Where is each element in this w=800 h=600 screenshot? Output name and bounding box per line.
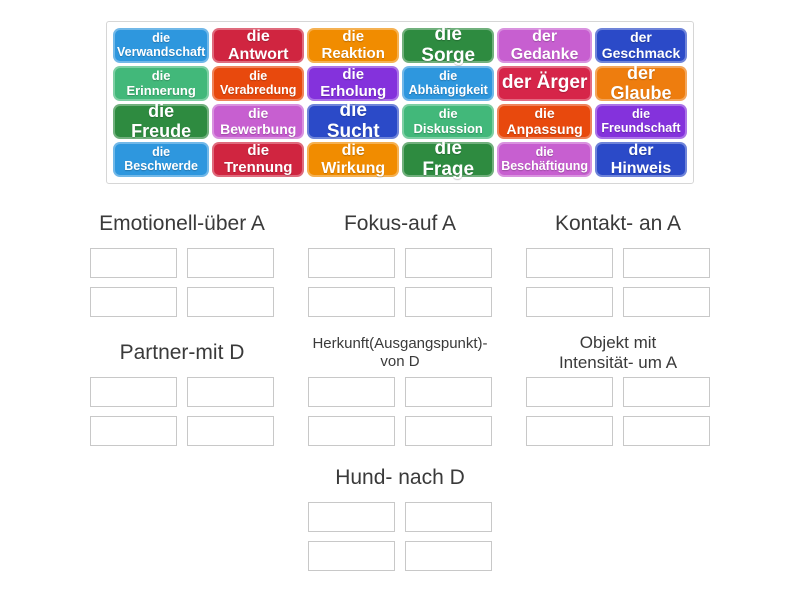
category-group: Objekt mit Intensität- um A [526, 333, 710, 447]
drop-slot[interactable] [187, 248, 274, 278]
drop-slot[interactable] [526, 287, 613, 317]
slot-grid [308, 377, 492, 446]
word-tile[interactable]: der Ärger [497, 66, 592, 101]
drop-slot[interactable] [308, 416, 395, 446]
word-tile[interactable]: der Glaube [595, 63, 687, 102]
group-heading: Partner-mit D [119, 340, 245, 364]
word-tile[interactable]: die Frage [402, 138, 495, 179]
group-heading: Objekt mit Intensität- um A [558, 333, 678, 373]
word-tile[interactable]: die Erholung [307, 66, 400, 101]
word-tile[interactable]: die Erinnerung [113, 66, 210, 101]
slot-grid [308, 502, 492, 572]
drop-slot[interactable] [526, 377, 613, 408]
drop-slot[interactable] [623, 248, 710, 278]
word-tile[interactable]: die Sorge [402, 24, 495, 65]
drop-slot[interactable] [308, 287, 395, 317]
drop-slot[interactable] [90, 287, 177, 317]
drop-slot[interactable] [308, 248, 395, 278]
group-heading: Kontakt- an A [554, 211, 682, 235]
word-tile[interactable]: die Anpassung [497, 104, 592, 139]
drop-slot[interactable] [187, 377, 274, 407]
word-tile[interactable]: die Verwandschaft [113, 28, 210, 63]
category-group: Emotionell-über A [90, 204, 274, 317]
groups-row: Partner-mit D Herkunft(Ausgangspunkt)- vo… [90, 333, 710, 447]
drop-slot[interactable] [308, 377, 395, 407]
drop-slot[interactable] [405, 248, 492, 278]
drop-slot[interactable] [308, 541, 395, 572]
drop-slot[interactable] [623, 416, 710, 447]
drop-slot[interactable] [526, 416, 613, 447]
word-tile[interactable]: die Beschwerde [113, 142, 210, 177]
groups-row: Emotionell-über A Fokus-auf A Kontakt- an … [90, 204, 710, 317]
drop-slot[interactable] [405, 416, 492, 446]
slot-grid [526, 377, 710, 447]
drop-slot[interactable] [623, 287, 710, 317]
drop-slot[interactable] [90, 377, 177, 407]
word-tile[interactable]: die Beschäftigung [497, 142, 592, 177]
word-tile[interactable]: die Diskussion [402, 104, 495, 139]
word-tile[interactable]: der Gedanke [497, 28, 592, 63]
slot-grid [90, 248, 274, 317]
word-tile[interactable]: der Geschmack [595, 28, 687, 63]
word-tile[interactable]: die Trennung [212, 142, 305, 177]
drop-slot[interactable] [405, 287, 492, 317]
word-tile[interactable]: die Bewerbung [212, 104, 305, 139]
word-tile[interactable]: die Verabredung [212, 66, 305, 101]
word-tile[interactable]: der Hinweis [595, 142, 687, 177]
word-tile[interactable]: die Antwort [212, 28, 305, 63]
drop-slot[interactable] [187, 416, 274, 446]
groups-row: Hund- nach D [90, 458, 710, 572]
group-heading: Fokus-auf A [343, 211, 457, 235]
group-heading: Emotionell-über A [99, 211, 265, 235]
groups-area: Emotionell-über A Fokus-auf A Kontakt- an … [90, 204, 710, 572]
category-group: Partner-mit D [90, 333, 274, 446]
category-group: Herkunft(Ausgangspunkt)- von D [308, 333, 492, 446]
drop-slot[interactable] [308, 502, 395, 533]
slot-grid [90, 377, 274, 446]
group-heading: Herkunft(Ausgangspunkt)- von D [312, 335, 488, 370]
slot-grid [526, 248, 710, 317]
word-tile[interactable]: die Freundschaft [595, 104, 687, 139]
category-group: Kontakt- an A [526, 204, 710, 317]
drop-slot[interactable] [405, 541, 492, 572]
slot-grid [308, 248, 492, 317]
word-tile[interactable]: die Freude [113, 101, 210, 140]
group-heading: Hund- nach D [335, 465, 465, 489]
drop-slot[interactable] [405, 377, 492, 407]
word-tile[interactable]: die Sucht [307, 100, 400, 141]
word-tile[interactable]: die Reaktion [307, 28, 400, 63]
word-tile[interactable]: die Wirkung [307, 142, 400, 177]
category-group: Hund- nach D [308, 458, 492, 572]
drop-slot[interactable] [623, 377, 710, 408]
word-tile[interactable]: die Abhängigkeit [402, 66, 495, 101]
drop-slot[interactable] [90, 416, 177, 446]
drop-slot[interactable] [526, 248, 613, 278]
drop-slot[interactable] [90, 248, 177, 278]
drop-slot[interactable] [187, 287, 274, 317]
category-group: Fokus-auf A [308, 204, 492, 317]
drop-slot[interactable] [405, 502, 492, 533]
